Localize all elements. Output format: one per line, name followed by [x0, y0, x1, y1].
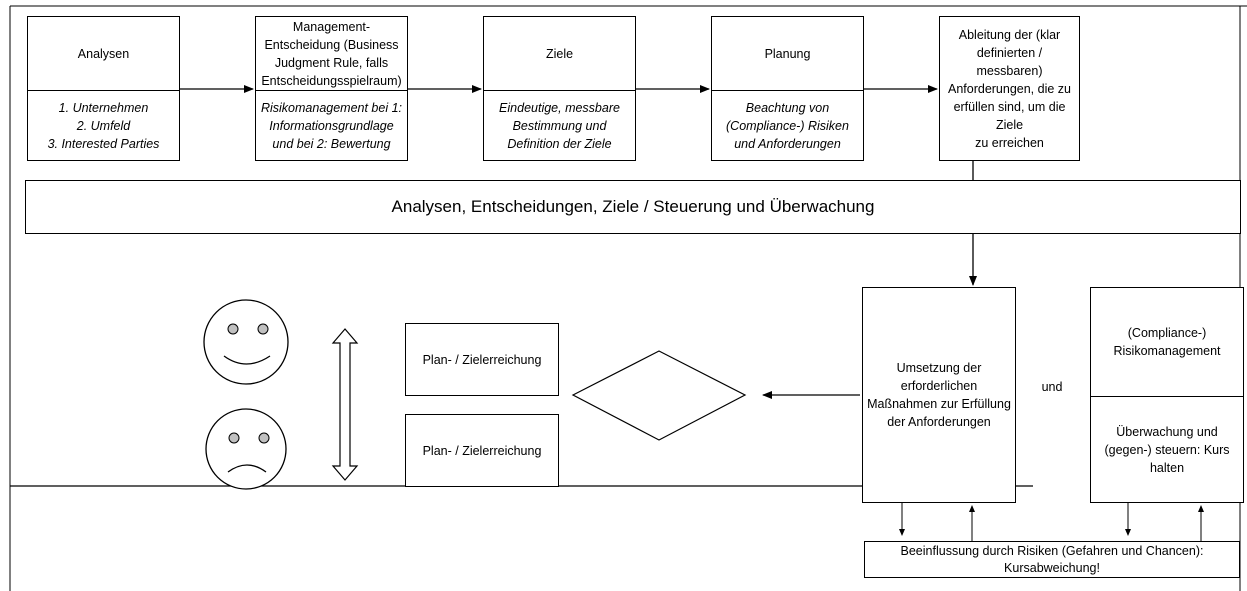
risk-management-box: (Compliance-) Risikomanagement Überwachu… [1090, 287, 1244, 503]
ziele-title: Ziele [545, 46, 574, 61]
planung-box: Planung Beachtung von (Compliance-) Risi… [711, 16, 864, 161]
risk-title: (Compliance-) Risikomanagement [1113, 326, 1221, 358]
ziele-box: Ziele Eindeutige, messbare Bestimmung un… [483, 16, 636, 161]
planung-body: Beachtung von (Compliance-) Risiken und … [712, 90, 863, 160]
influence-box: Beeinflussung durch Risiken (Gefahren un… [864, 541, 1240, 578]
double-arrow-icon [331, 328, 359, 481]
ableitung-text: Ableitung der (klar definierten / messba… [947, 27, 1071, 150]
banner-box: Analysen, Entscheidungen, Ziele / Steuer… [25, 180, 1241, 234]
entscheidung-box: Management- Entscheidung (Business Judgm… [255, 16, 408, 161]
plan-box-upper: Plan- / Zielerreichung [405, 323, 559, 396]
diamond-icon [571, 350, 747, 441]
smiley-happy-icon [203, 299, 289, 385]
banner-text: Analysen, Entscheidungen, Ziele / Steuer… [391, 197, 875, 216]
ziele-body: Eindeutige, messbare Bestimmung und Defi… [484, 90, 635, 160]
ableitung-box: Ableitung der (klar definierten / messba… [939, 16, 1080, 161]
entscheidung-title: Management- Entscheidung (Business Judgm… [261, 19, 402, 88]
analysen-box: Analysen 1. Unternehmen 2. Umfeld 3. Int… [27, 16, 180, 161]
und-label: und [1041, 380, 1063, 394]
analysen-body: 1. Unternehmen 2. Umfeld 3. Interested P… [28, 90, 179, 160]
analysen-title: Analysen [77, 46, 130, 61]
planung-title: Planung [764, 46, 811, 61]
plan-upper-text: Plan- / Zielerreichung [422, 352, 542, 367]
umsetzung-text: Umsetzung der erforderlichen Maßnahmen z… [867, 361, 1011, 429]
influence-text: Beeinflussung durch Risiken (Gefahren un… [900, 543, 1204, 575]
entscheidung-body: Risikomanagement bei 1: Informationsgrun… [256, 90, 407, 160]
smiley-sad-icon [205, 408, 287, 490]
plan-box-lower: Plan- / Zielerreichung [405, 414, 559, 487]
risk-body: Überwachung und (gegen-) steuern: Kurs h… [1091, 396, 1243, 502]
umsetzung-box: Umsetzung der erforderlichen Maßnahmen z… [862, 287, 1016, 503]
plan-lower-text: Plan- / Zielerreichung [422, 443, 542, 458]
